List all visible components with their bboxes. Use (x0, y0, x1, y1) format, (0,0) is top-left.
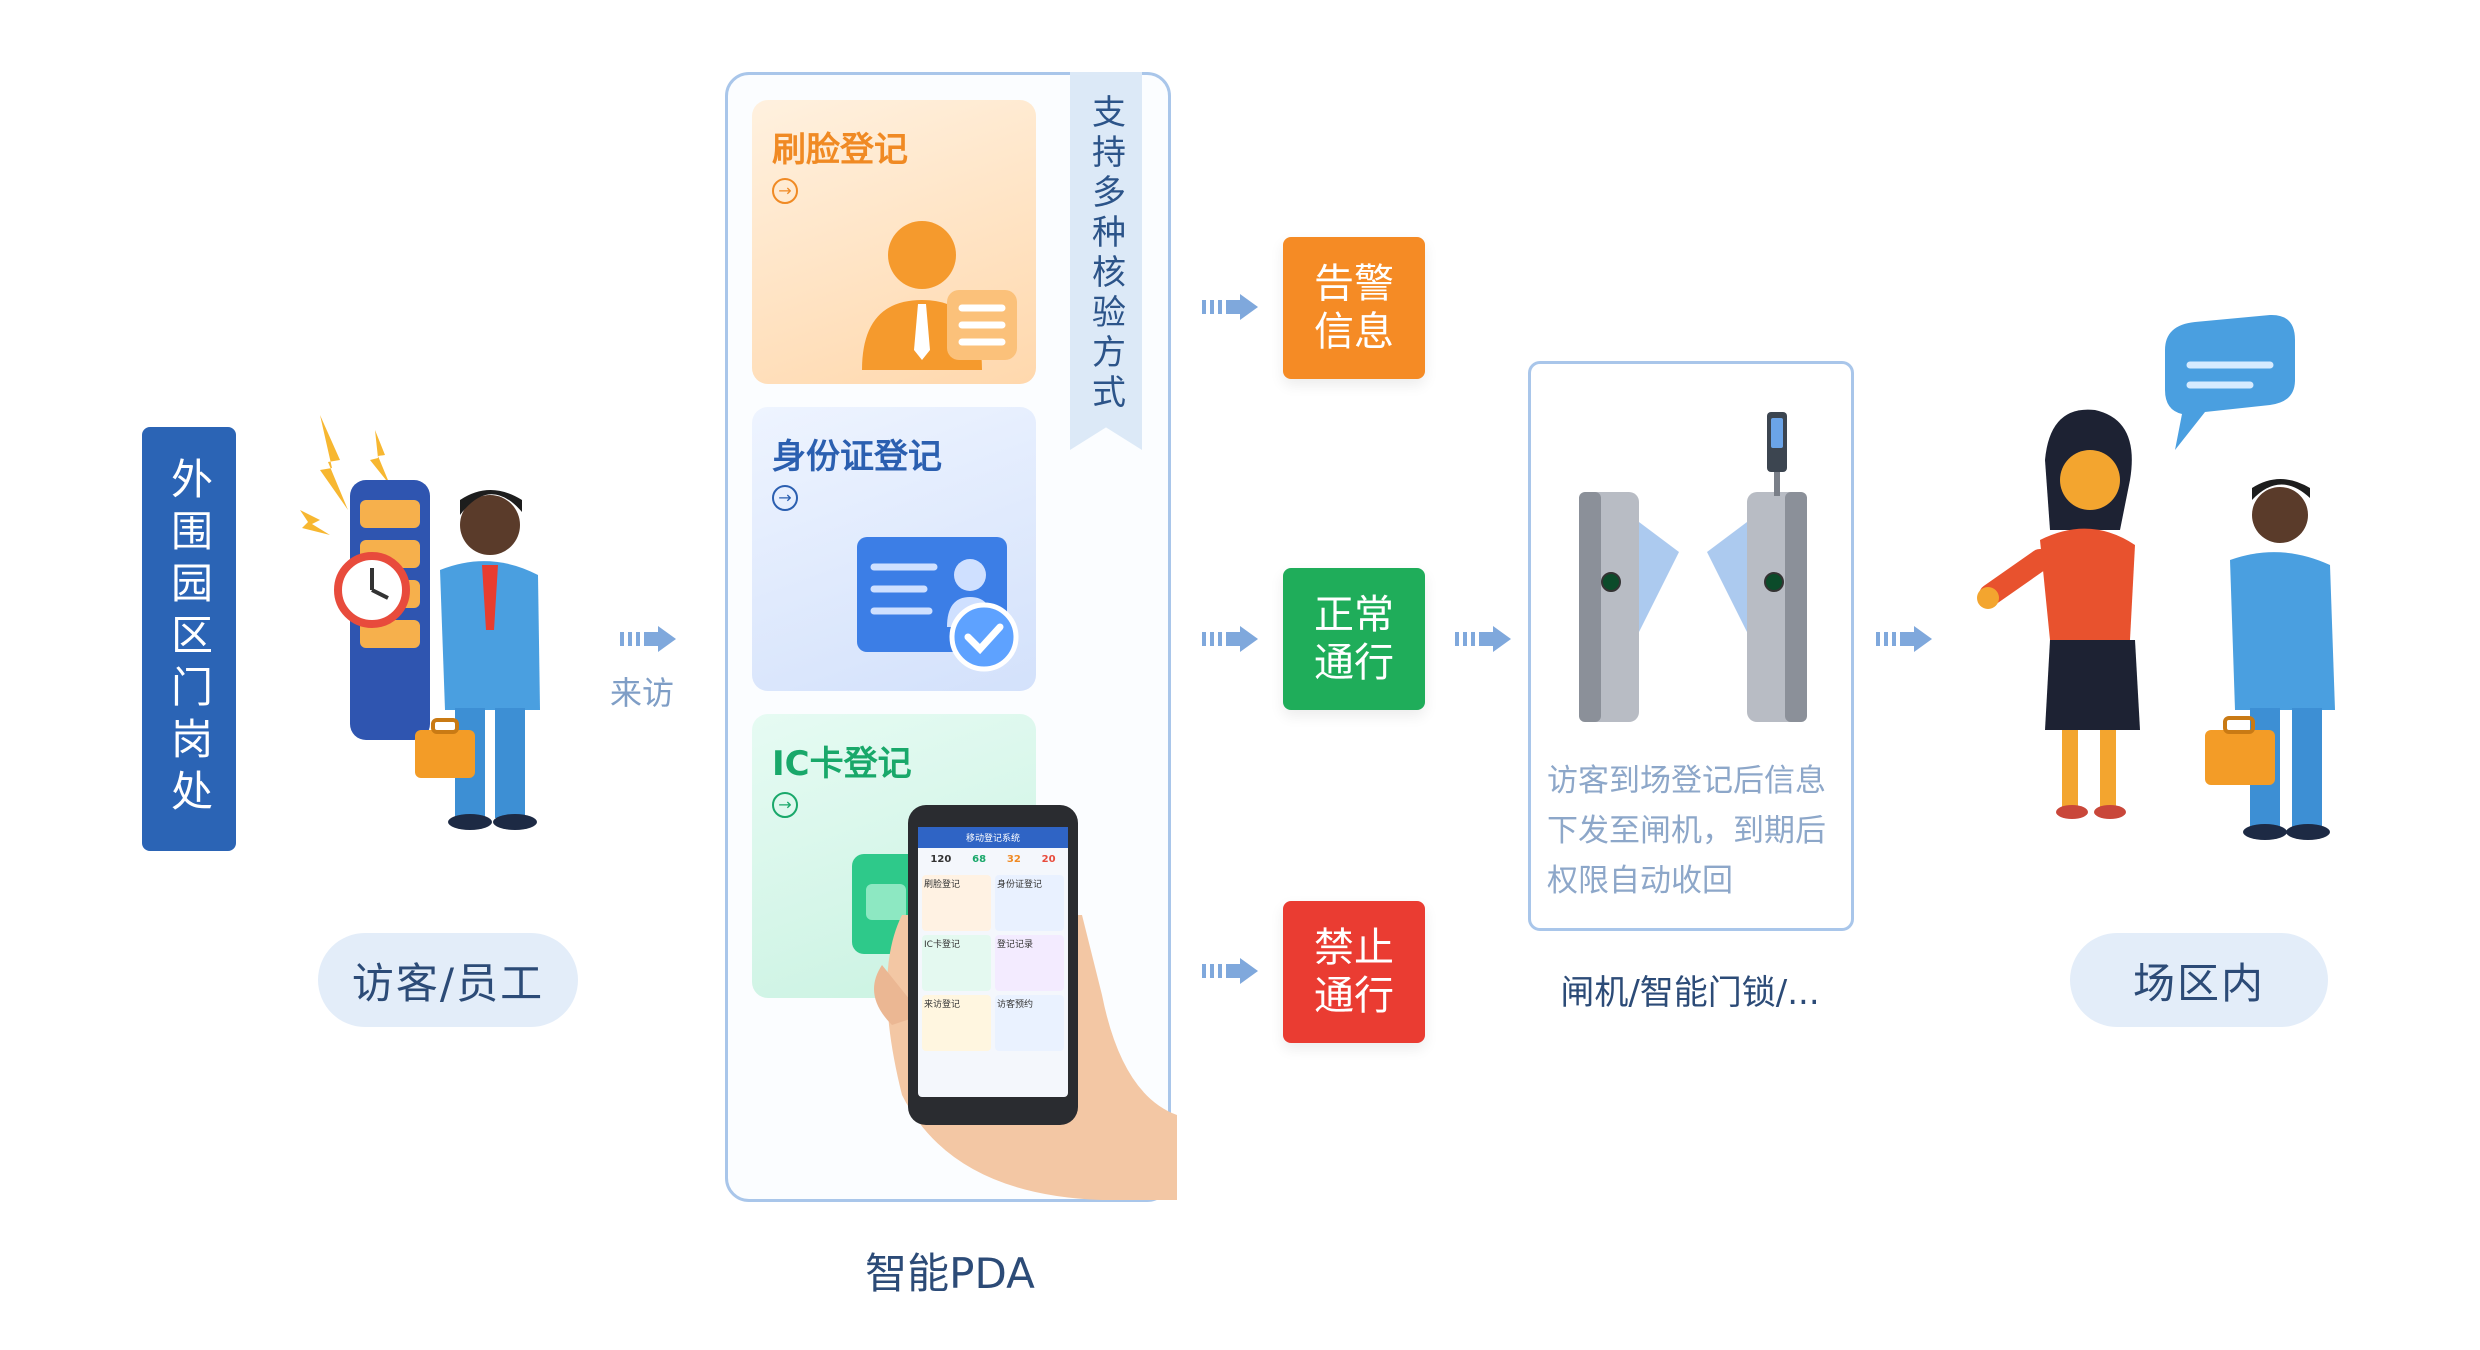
pda-tile-label: 身份证登记 (997, 880, 1043, 890)
arrow-right-icon (620, 626, 676, 652)
arrow-circle-icon[interactable]: → (772, 485, 798, 511)
pda-tile[interactable]: 访客预约 (995, 995, 1064, 1051)
lightning-icon (300, 415, 390, 535)
verification-ribbon: 支持多种核验方式 (1070, 72, 1142, 450)
gate-location-tag: 外围园区门岗处 (142, 427, 236, 851)
inside-park-label: 场区内 (2132, 958, 2265, 1008)
card-title: 刷脸登记 (772, 130, 908, 170)
stat-value: 32 (1006, 854, 1021, 865)
pda-tile[interactable]: 身份证登记 (995, 875, 1064, 931)
stat-value: 68 (972, 854, 987, 865)
pda-screen: 移动登记系统 120 68 32 20 刷脸登记 身份证登记 IC卡登记 登记记… (918, 827, 1068, 1097)
pda-tile-label: IC卡登记 (924, 940, 960, 950)
pda-tile[interactable]: IC卡登记 (922, 935, 991, 991)
card-title: IC卡登记 (772, 744, 912, 784)
arrow-circle-icon[interactable]: → (772, 792, 798, 818)
person-icon (440, 490, 540, 830)
turnstile-description: 访客到场登记后信息下发至闸机，到期后权限自动收回 (1547, 763, 1826, 899)
arrow-right-icon (1455, 626, 1511, 652)
woman-icon (1977, 409, 2140, 819)
arrow-right-icon (1202, 958, 1258, 984)
visitor-employee-label: 访客/员工 (351, 958, 545, 1008)
arrow-circle-icon[interactable]: → (772, 178, 798, 204)
stat-value: 120 (930, 854, 952, 865)
arrow-right-icon (1202, 294, 1258, 320)
turnstile-label: 闸机/智能门锁/... (1560, 973, 1820, 1013)
result-alarm: 告警信息 (1283, 237, 1425, 379)
verification-ribbon-text: 支持多种核验方式 (1085, 94, 1126, 414)
pda-tile[interactable]: 来访登记 (922, 995, 991, 1051)
arrow-right-icon (1876, 626, 1932, 652)
clock-icon (334, 552, 410, 628)
pda-label: 智能PDA (865, 1249, 1035, 1298)
gate-location-text: 外围园区门岗处 (164, 457, 214, 821)
visitor-illustration (300, 415, 540, 830)
turnstile-box: 访客到场登记后信息下发至闸机，到期后权限自动收回 (1528, 361, 1854, 931)
pda-tile-label: 来访登记 (924, 1000, 961, 1010)
id-card-icon (857, 537, 1019, 672)
arrow-right-icon (1202, 626, 1258, 652)
pda-tile[interactable]: 登记记录 (995, 935, 1064, 991)
arrow-visit-label: 来访 (610, 674, 675, 712)
pda-tile-label: 登记记录 (997, 940, 1034, 950)
face-scan-icon (862, 221, 1017, 370)
stat-value: 20 (1041, 854, 1056, 865)
result-normal-label: 正常通行 (1314, 592, 1394, 686)
result-normal-pass: 正常通行 (1283, 568, 1425, 710)
pda-tile[interactable]: 刷脸登记 (922, 875, 991, 931)
pda-tile-label: 刷脸登记 (924, 880, 961, 890)
conversation-illustration (1977, 314, 2335, 840)
card-title: 身份证登记 (772, 437, 942, 477)
man-icon (2205, 479, 2335, 840)
result-deny-pass: 禁止通行 (1283, 901, 1425, 1043)
pda-tile-grid: 刷脸登记 身份证登记 IC卡登记 登记记录 来访登记 访客预约 (918, 871, 1068, 1055)
speech-bubble-icon (2165, 314, 2295, 450)
pda-tile-label: 访客预约 (997, 1000, 1034, 1010)
card-id-registration[interactable]: 身份证登记 → (752, 407, 1036, 691)
inside-park-pill: 场区内 (2070, 933, 2328, 1027)
pda-stats: 120 68 32 20 (918, 848, 1068, 871)
briefcase-icon (415, 718, 475, 778)
pda-screen-header: 移动登记系统 (918, 827, 1068, 848)
turnstile-icon (1579, 412, 1807, 722)
visitor-employee-pill: 访客/员工 (318, 933, 578, 1027)
card-face-registration[interactable]: 刷脸登记 → (752, 100, 1036, 384)
result-deny-label: 禁止通行 (1314, 925, 1394, 1019)
result-alarm-label: 告警信息 (1314, 261, 1394, 355)
